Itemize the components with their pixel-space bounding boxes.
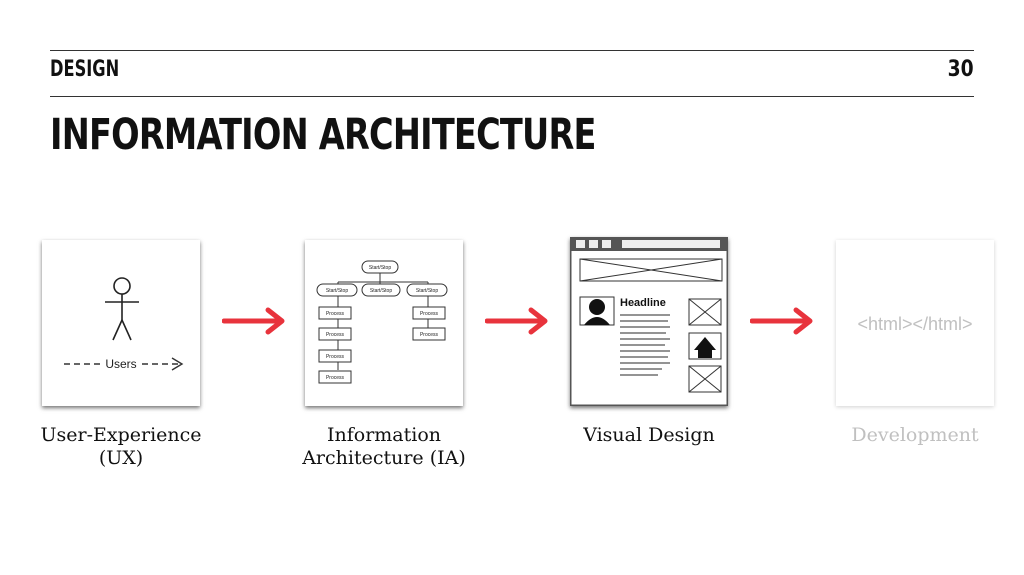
development-label-line1: Development [851,424,979,446]
stick-figure-icon [105,277,139,341]
avatar-image-icon [579,296,615,326]
page-number: 30 [947,57,974,82]
banner-placeholder-icon [579,258,723,282]
flow-node-label: Process [326,375,345,381]
ux-illustration: Users [64,277,184,371]
flow-node [316,283,358,297]
ux-card: Users [42,240,200,406]
flow-node [412,327,446,341]
flow-node-label: Process [420,332,439,338]
users-arrowhead-icon [171,357,184,371]
visual-design-label-line1: Visual Design [583,424,715,446]
wireframe-illustration: Headline [570,237,728,406]
flow-node [361,283,401,297]
users-label: Users [105,357,136,371]
arrow-icon [750,307,813,335]
visual-design-card: Headline [570,237,728,406]
flow-node [318,306,352,320]
flow-node [406,283,448,297]
arrow-icon [222,307,285,335]
flow-node-label: Start/Stop [369,265,391,271]
image-placeholder-icon [688,365,722,393]
flow-node-label: Start/Stop [370,288,392,294]
flow-node [318,327,352,341]
flow-node-label: Process [326,354,345,360]
flow-node-label: Start/Stop [326,288,348,294]
body-text-lines [620,314,670,376]
ux-label-line1: User-Experience [40,424,202,446]
visual-design-label: Visual Design [540,424,758,447]
flow-node-label: Process [326,332,345,338]
top-rule [50,50,974,51]
flow-node [318,349,352,363]
ux-label: User-Experience (UX) [12,424,230,470]
development-card: <html></html> [836,240,994,406]
ia-label-line1: Information [326,424,442,446]
ia-label: Information Architecture (IA) [275,424,493,470]
flow-node-label: Process [420,311,439,317]
flow-node-label: Start/Stop [416,288,438,294]
headline-text: Headline [620,297,666,309]
section-label: DESIGN [50,57,120,82]
code-text: <html></html> [857,314,973,334]
header-rule [50,96,974,97]
flow-node [361,260,399,274]
development-label: Development [806,424,1024,447]
home-image-icon [688,332,722,360]
flow-node-label: Process [326,311,345,317]
ia-card: Start/Stop Start/Stop Start/Stop Start/S… [305,240,463,406]
image-placeholder-icon [688,298,722,326]
ia-label-line2: Architecture (IA) [302,447,466,469]
flow-node [318,370,352,384]
slide-title: INFORMATION ARCHITECTURE [50,110,596,160]
flow-node [412,306,446,320]
flowchart-illustration: Start/Stop Start/Stop Start/Stop Start/S… [316,260,448,384]
arrow-icon [485,307,548,335]
ux-label-line2: (UX) [98,447,144,469]
